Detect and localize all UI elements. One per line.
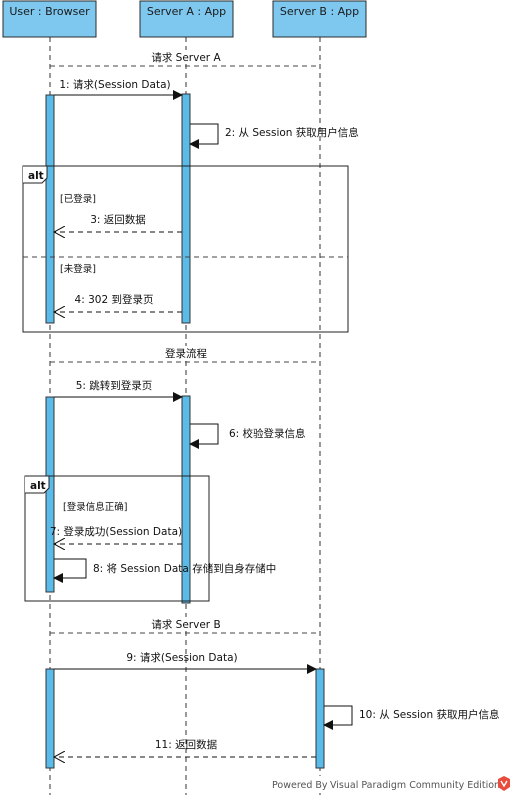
self-call-arrow [189,123,219,149]
divider-label-bg [148,50,224,64]
alt-fragment-1: alt [已登录] [未登录] [22,165,349,333]
message-3-return: 3: 返回数据 [54,213,182,232]
message-label: 2: 从 Session 获取用户信息 [225,126,359,139]
watermark-powered-by: Powered By [272,780,328,791]
section-divider-login-flow: 登录流程 [50,346,320,363]
message-label: 10: 从 Session 获取用户信息 [359,708,499,721]
message-label: 11: 返回数据 [155,738,218,751]
watermark: Powered By Visual Paradigm Community Edi… [270,776,514,792]
message-6-self-call: 6: 校验登录信息 [189,423,306,449]
visual-paradigm-logo-icon [498,776,510,791]
message-label: 1: 请求(Session Data) [59,78,170,91]
activation-user-2 [45,396,55,593]
message-label: 3: 返回数据 [90,213,146,226]
message-label: 5: 跳转到登录页 [76,379,153,392]
lifeline-label-server-a: Server A : App [147,5,226,18]
message-11-return: 11: 返回数据 [54,738,316,757]
fragment-tag-box [23,165,48,184]
lifeline-head-user [2,0,97,38]
message-10-self-call: 10: 从 Session 获取用户信息 [323,705,499,730]
self-call-arrow [323,705,353,730]
section-divider-server-b: 请求 Server B [50,617,320,634]
watermark-product: Visual Paradigm Community Edition [330,780,500,791]
activation-server-a-2 [181,395,191,604]
alt-fragment-2: alt [登录信息正确] [24,475,210,602]
lifeline-head-server-b [272,0,367,38]
message-4-return: 4: 302 到登录页 [54,293,182,312]
fragment-tag-box [25,475,50,494]
message-label: 6: 校验登录信息 [229,427,306,440]
divider-label: 登录流程 [165,347,207,360]
guard-credentials-ok: [登录信息正确] [63,501,127,513]
activation-server-b [315,668,325,769]
message-5: 5: 跳转到登录页 [54,379,183,402]
divider-label-bg [148,617,224,631]
lifeline-server-b: Server B : App [272,0,367,795]
activation-user-1 [45,94,55,324]
activation-server-a-1 [181,93,191,324]
divider-label-bg [160,346,212,360]
guard-not-logged-in: [未登录] [60,263,96,275]
lifeline-label-server-b: Server B : App [280,5,359,18]
message-7-return: 7: 登录成功(Session Data) [50,525,182,544]
watermark-bg [270,776,514,792]
divider-label: 请求 Server B [151,618,220,631]
message-1: 1: 请求(Session Data) [54,78,183,100]
fragment-frame [22,165,349,333]
lifeline-label-user: User : Browser [9,5,90,18]
message-8-self-call: 8: 将 Session Data 存储到自身存储中 [53,558,276,583]
message-label: 4: 302 到登录页 [75,293,154,306]
message-2-self-call: 2: 从 Session 获取用户信息 [189,123,359,149]
activation-user-3 [45,668,55,769]
section-divider-server-a: 请求 Server A [50,50,320,67]
divider-label: 请求 Server A [151,51,221,64]
message-label: 9: 请求(Session Data) [126,651,237,664]
fragment-frame [24,475,210,602]
self-call-arrow [53,558,87,583]
fragment-tag: alt [28,170,44,182]
message-label: 8: 将 Session Data 存储到自身存储中 [93,562,276,575]
message-label: 7: 登录成功(Session Data) [50,525,182,538]
guard-logged-in: [已登录] [60,194,96,205]
message-9: 9: 请求(Session Data) [54,651,317,674]
fragment-tag: alt [30,480,46,492]
self-call-arrow [189,423,219,449]
